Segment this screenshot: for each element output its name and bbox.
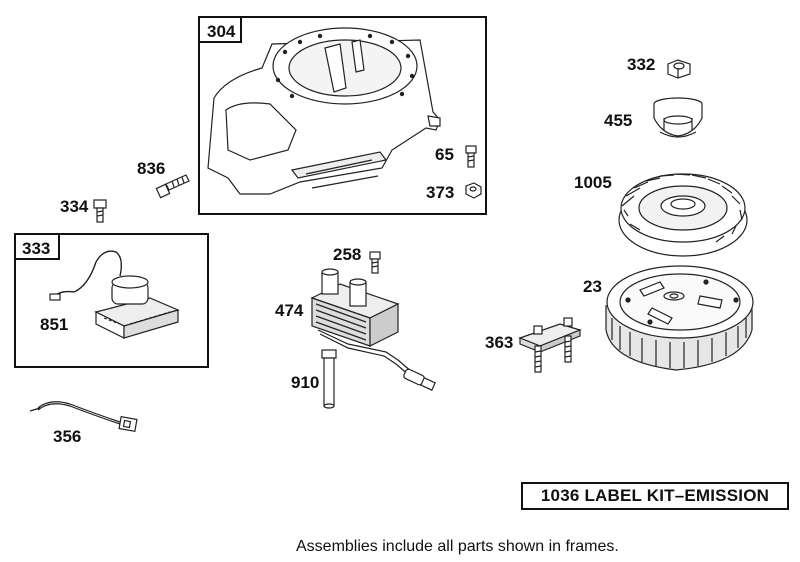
callout-258: 258 xyxy=(333,245,361,264)
frames-footnote: Assemblies include all parts shown in fr… xyxy=(296,538,619,555)
cup-455-drawing xyxy=(653,97,703,138)
callout-356: 356 xyxy=(53,427,81,446)
bracket-363-drawing xyxy=(518,317,582,373)
callout-836: 836 xyxy=(137,159,165,178)
nut-373-drawing xyxy=(465,182,482,199)
callout-851: 851 xyxy=(40,315,68,334)
callout-910: 910 xyxy=(291,373,319,392)
flywheel-23-drawing xyxy=(605,265,754,371)
alternator-474-drawing xyxy=(310,268,436,391)
callout-474: 474 xyxy=(275,301,304,320)
frame-304-label: 304 xyxy=(207,22,236,41)
frame-333-label: 333 xyxy=(22,239,50,258)
frame-333-tag xyxy=(14,233,60,260)
callout-334: 334 xyxy=(60,197,89,216)
callout-23: 23 xyxy=(583,277,602,296)
callout-363: 363 xyxy=(485,333,513,352)
ignition-armature-drawing xyxy=(49,250,180,339)
blower-housing-drawing xyxy=(207,27,441,195)
spacer-910-drawing xyxy=(321,349,337,409)
fan-1005-drawing xyxy=(618,173,748,257)
bolt-65-drawing xyxy=(465,145,477,168)
wire-356-drawing xyxy=(29,401,138,432)
callout-65: 65 xyxy=(435,145,454,164)
frame-304 xyxy=(198,16,487,215)
nut-332-drawing xyxy=(667,59,691,79)
frame-333 xyxy=(14,233,209,368)
label-kit-box: 1036 LABEL KIT–EMISSION xyxy=(521,482,789,510)
callout-332: 332 xyxy=(627,55,655,74)
callout-455: 455 xyxy=(604,111,632,130)
frame-304-tag xyxy=(198,16,242,43)
screw-334-drawing xyxy=(93,199,107,223)
label-kit-text: 1036 LABEL KIT–EMISSION xyxy=(540,486,770,505)
callout-1005: 1005 xyxy=(574,173,612,192)
bolt-836-drawing xyxy=(155,174,190,199)
screw-258-drawing xyxy=(369,251,381,274)
callout-373: 373 xyxy=(426,183,454,202)
